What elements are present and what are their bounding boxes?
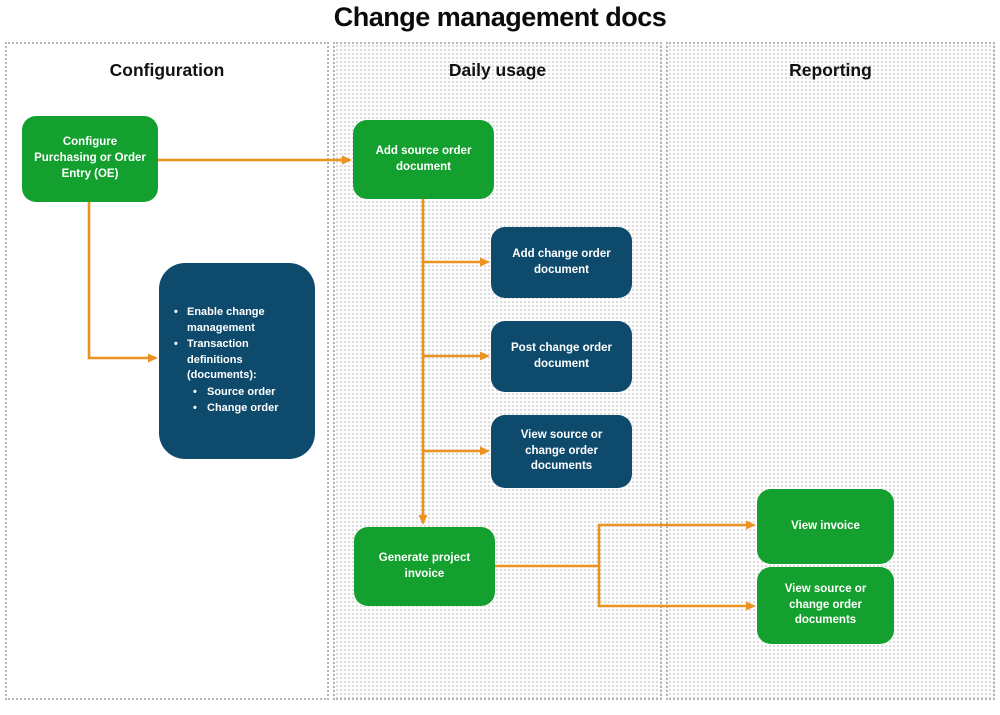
node-view-source-or-change-order-docs: View source or change order documents [491, 415, 632, 488]
diagram-title: Change management docs [333, 2, 667, 32]
lane-configuration-title: Configuration [109, 60, 225, 80]
node-post-change-order-document: Post change order document [491, 321, 632, 392]
node-view-invoice: View invoice [757, 489, 894, 564]
lane-reporting: Reporting [666, 42, 995, 700]
lane-reporting-title: Reporting [789, 60, 872, 80]
bullet-item: Transaction definitions (documents): Sou… [173, 337, 301, 418]
node-configuration-details: Enable change management Transaction def… [159, 263, 315, 459]
node-add-change-order-document: Add change order document [491, 227, 632, 298]
node-view-source-or-change-order-docs-report: View source or change order documents [757, 567, 894, 644]
bullet-item: Enable change management [173, 305, 301, 337]
node-configure-purchasing-oe: Configure Purchasing or Order Entry (OE) [22, 116, 158, 202]
node-add-source-order-document: Add source order document [353, 120, 494, 199]
bullet-subitem: Change order [190, 401, 301, 417]
bullet-subitem: Source order [190, 385, 301, 401]
lane-daily-usage-title: Daily usage [448, 60, 547, 80]
node-generate-project-invoice: Generate project invoice [354, 527, 495, 606]
